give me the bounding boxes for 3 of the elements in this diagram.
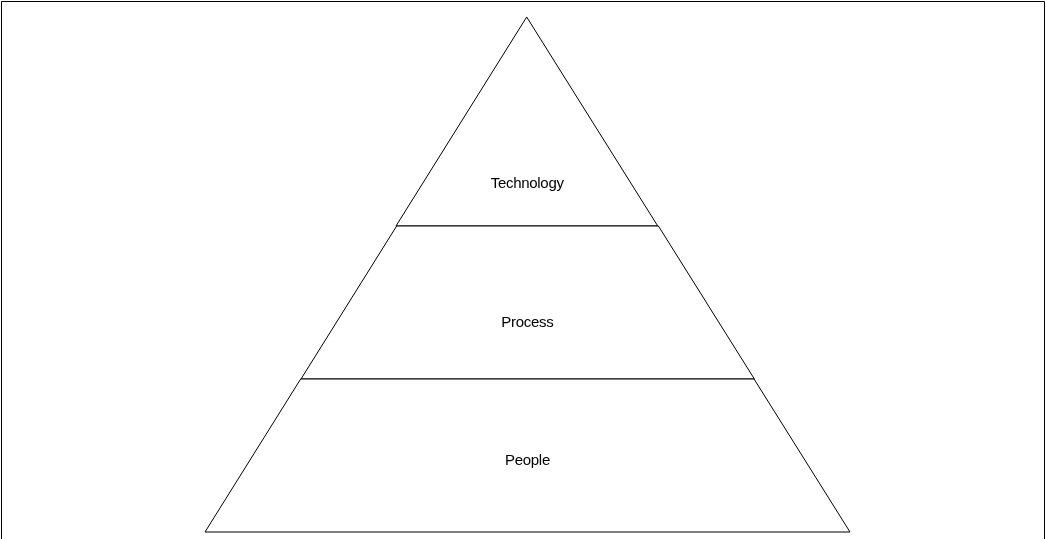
section-label: People [505,451,550,468]
section-label: Process [501,313,554,330]
section-label: Technology [490,174,564,191]
